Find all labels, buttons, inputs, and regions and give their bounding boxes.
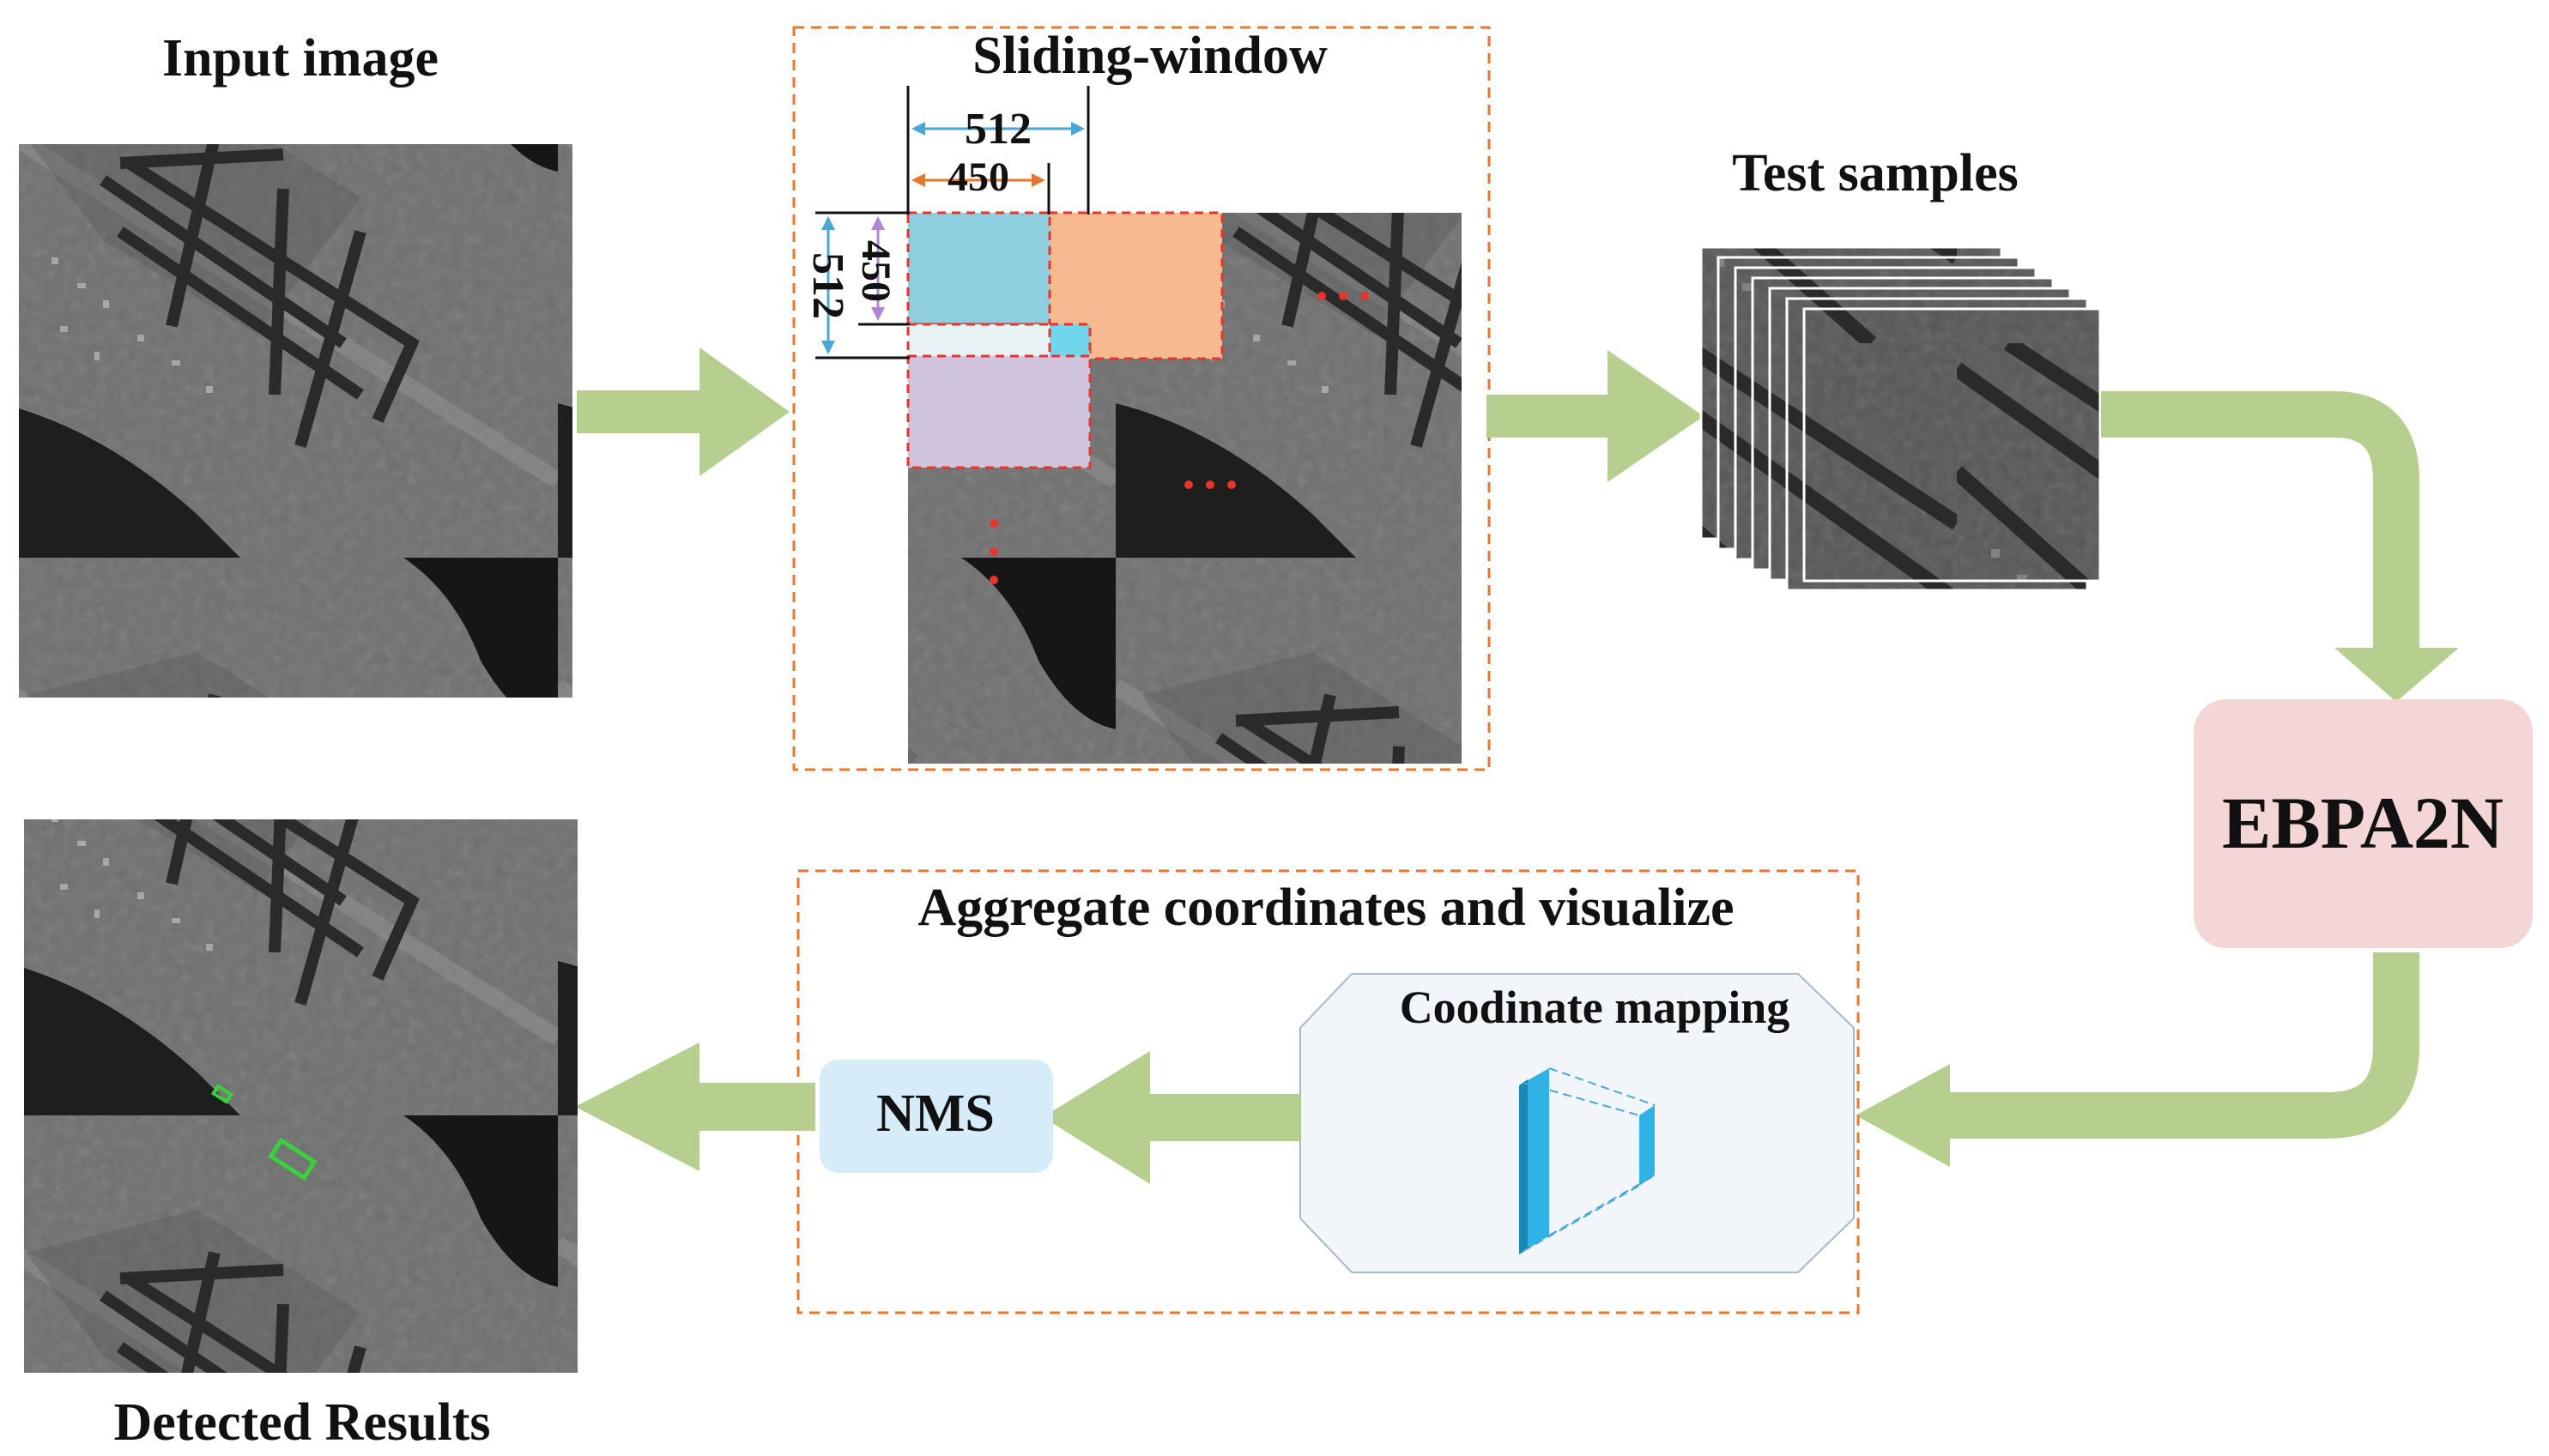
arrow-samples-to-model-head — [2334, 648, 2459, 702]
arrow-model-to-coord-head — [1856, 1064, 1950, 1167]
arrow-samples-to-model — [2101, 391, 2419, 648]
nms-label: NMS — [876, 1084, 995, 1143]
test-samples-title: Test samples — [1732, 144, 2019, 202]
ellipsis-dots — [990, 292, 1369, 584]
coordinate-mapping-box — [1299, 973, 1855, 1273]
model-label: EBPA2N — [2222, 782, 2504, 864]
dim-450-horizontal: 450 — [948, 154, 1009, 200]
window-overlap-light — [906, 323, 1051, 358]
dim-512-horizontal: 512 — [965, 105, 1032, 154]
arrow-input-to-window — [577, 347, 790, 476]
input-image — [19, 144, 572, 698]
dim-450-vertical: 450 — [853, 240, 899, 302]
detected-results-image — [24, 819, 578, 1373]
test-samples-stack — [1699, 245, 2102, 592]
window-blue — [906, 211, 1051, 326]
prism-icon — [1519, 1067, 1656, 1254]
window-overlap-cyan — [1048, 323, 1092, 358]
arrow-nms-to-results — [575, 1042, 815, 1171]
arrow-model-to-coord — [1944, 952, 2419, 1139]
coordinate-mapping-label: Coodinate mapping — [1400, 982, 1790, 1033]
detected-results-title: Detected Results — [113, 1393, 490, 1452]
model-box — [2194, 699, 2533, 948]
nms-box — [820, 1060, 1053, 1173]
window-purple — [906, 350, 1092, 469]
aggregate-title: Aggregate coordinates and visualize — [917, 879, 1734, 937]
dim-512-vertical: 512 — [803, 252, 852, 319]
dimension-annotations — [815, 86, 1090, 359]
arrow-coord-to-nms — [1043, 1051, 1300, 1184]
input-image-title: Input image — [162, 29, 439, 88]
arrow-window-to-samples — [1486, 350, 1704, 482]
sliding-window-title: Sliding-window — [972, 27, 1328, 85]
